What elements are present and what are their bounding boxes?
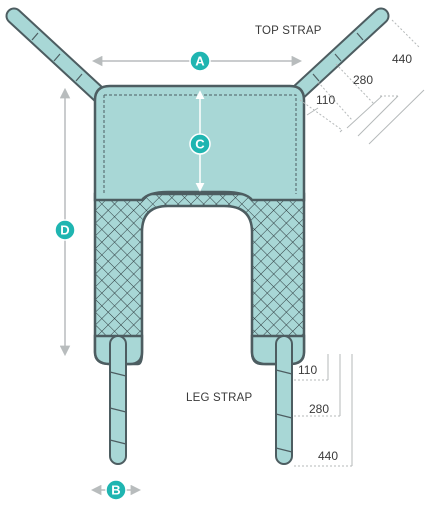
top-strap-title: TOP STRAP [255,25,322,37]
leg-strap-length-440: 440 [318,449,338,463]
leg-strap-labels: LEG STRAP 110 280 440 [186,363,338,463]
top-strap-right [280,7,390,110]
leg-strap-title: LEG STRAP [186,392,252,404]
top-strap-length-440: 440 [392,52,412,66]
badge-a [189,50,211,72]
badge-c [189,133,211,155]
leg-strap-guides [294,354,353,467]
top-strap-guides [299,19,425,145]
dimension-c: C [189,90,211,192]
badge-d-letter: D [60,223,69,238]
badge-c-letter: C [195,137,205,152]
top-strap-length-110: 110 [316,93,335,107]
dimension-b: B [90,479,142,501]
leg-strap-left [109,335,127,465]
top-strap-left [5,7,115,110]
top-strap-labels: TOP STRAP 110 280 440 [255,25,412,107]
dimension-d: D [54,87,76,357]
dimension-a: A [91,50,303,72]
badge-b-letter: B [111,483,120,498]
sling-stitching [104,94,297,194]
leg-strap-length-110: 110 [298,363,317,377]
badge-b [105,479,127,501]
top-strap-length-280: 280 [353,73,373,87]
badge-d [54,219,76,241]
leg-strap-length-280: 280 [309,402,329,416]
leg-strap-right [275,335,293,465]
badge-a-letter: A [195,54,205,69]
